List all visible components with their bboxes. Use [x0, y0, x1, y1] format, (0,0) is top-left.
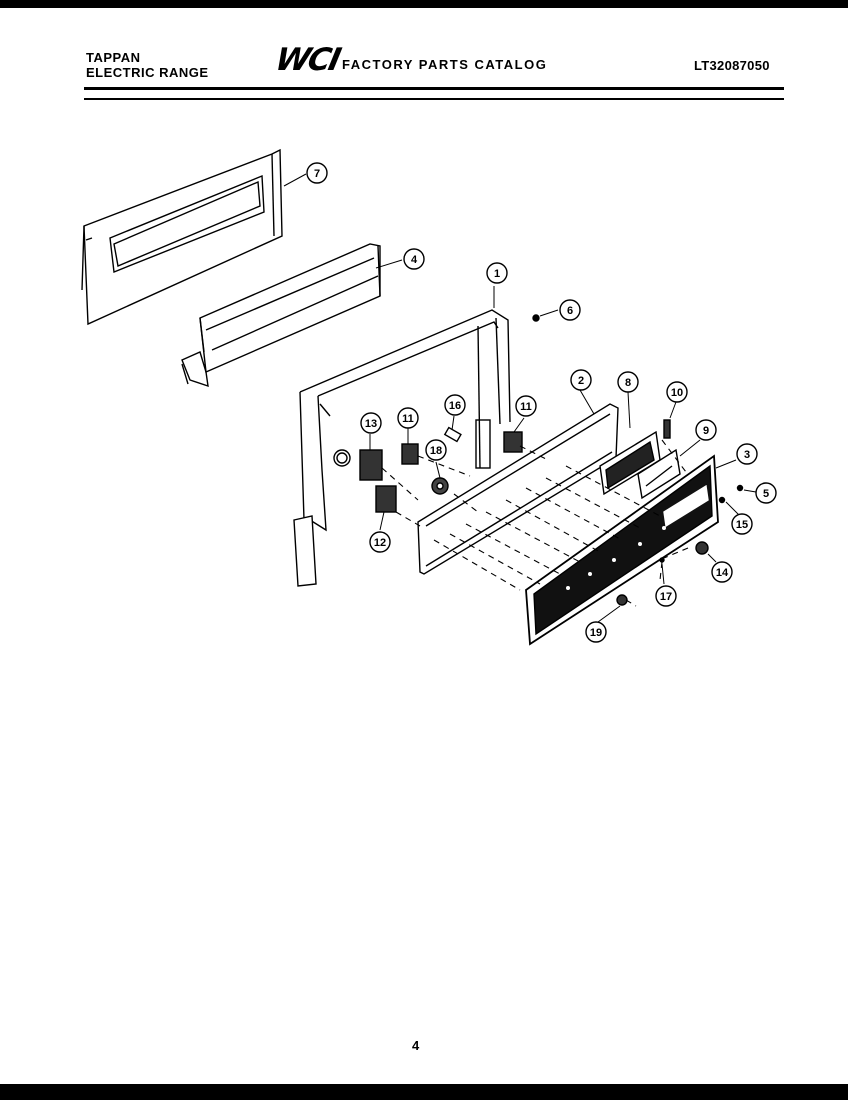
callout-6	[559, 299, 581, 321]
callout-4	[403, 248, 425, 270]
callout-14	[711, 561, 733, 583]
callout-19	[585, 621, 607, 643]
part-bracket	[663, 419, 671, 439]
callout-label: 5	[763, 488, 769, 500]
part-control-backplate	[417, 403, 619, 575]
callout-9	[695, 419, 717, 441]
callout-label: 11	[402, 413, 414, 425]
callout-3	[736, 443, 758, 465]
callout-7	[306, 162, 328, 184]
part-switch-lower	[375, 485, 397, 513]
bottom-border	[0, 1084, 848, 1100]
callout-label: 16	[449, 400, 461, 412]
callout-label: 12	[374, 537, 386, 549]
callout-12	[369, 531, 391, 553]
callout-label: 4	[411, 254, 418, 266]
part-lens	[637, 448, 681, 500]
callout-11-right	[515, 395, 537, 417]
callout-15	[731, 513, 753, 535]
callout-16	[444, 394, 466, 416]
callout-5	[755, 482, 777, 504]
part-pilot-light	[443, 426, 462, 443]
callout-2	[570, 369, 592, 391]
callout-label: 19	[590, 627, 602, 639]
callout-label: 6	[567, 305, 573, 317]
callout-label: 7	[314, 168, 320, 180]
part-control-frame	[293, 309, 511, 587]
callout-8	[617, 371, 639, 393]
product-type: ELECTRIC RANGE	[86, 65, 209, 80]
screws	[532, 314, 744, 563]
brand-name: TAPPAN	[86, 50, 141, 65]
part-thermostat	[333, 449, 383, 481]
callout-circles	[306, 162, 777, 643]
part-knob-small	[616, 594, 628, 606]
callout-labels: 7 4 1 6 2 8 10 9 3 5 15 14 17 19 13 11 1…	[314, 168, 769, 639]
page-number: 4	[412, 1038, 420, 1053]
callout-label: 8	[625, 377, 631, 389]
callout-11-left	[397, 407, 419, 429]
callout-label: 1	[494, 268, 500, 280]
callout-label: 10	[671, 387, 683, 399]
callout-label: 17	[660, 591, 672, 603]
callout-label: 3	[744, 449, 750, 461]
callout-label: 11	[520, 401, 532, 413]
part-faceplate	[525, 454, 719, 646]
part-infinite-switch	[431, 477, 449, 495]
callout-label: 2	[578, 375, 584, 387]
callout-13	[360, 412, 382, 434]
callout-1	[486, 262, 508, 284]
header-product-block: TAPPAN ELECTRIC RANGE	[86, 50, 209, 80]
part-switch-right	[503, 431, 523, 453]
part-knob	[695, 541, 709, 555]
callout-label: 18	[430, 445, 442, 457]
header-rule	[84, 87, 784, 90]
part-trim-channel	[181, 243, 381, 388]
callout-10	[666, 381, 688, 403]
callout-label: 13	[365, 418, 377, 430]
model-number: LT32087050	[694, 58, 770, 73]
top-border	[0, 0, 848, 8]
callout-label: 9	[703, 425, 709, 437]
callout-17	[655, 585, 677, 607]
header-rule-secondary	[84, 98, 784, 100]
part-back-panel	[81, 148, 283, 326]
callout-18	[425, 439, 447, 461]
catalog-title: FACTORY PARTS CATALOG	[342, 57, 548, 72]
leader-lines	[283, 173, 757, 623]
part-switch-left	[401, 443, 419, 465]
callout-label: 15	[736, 519, 748, 531]
callout-label: 14	[716, 567, 729, 579]
